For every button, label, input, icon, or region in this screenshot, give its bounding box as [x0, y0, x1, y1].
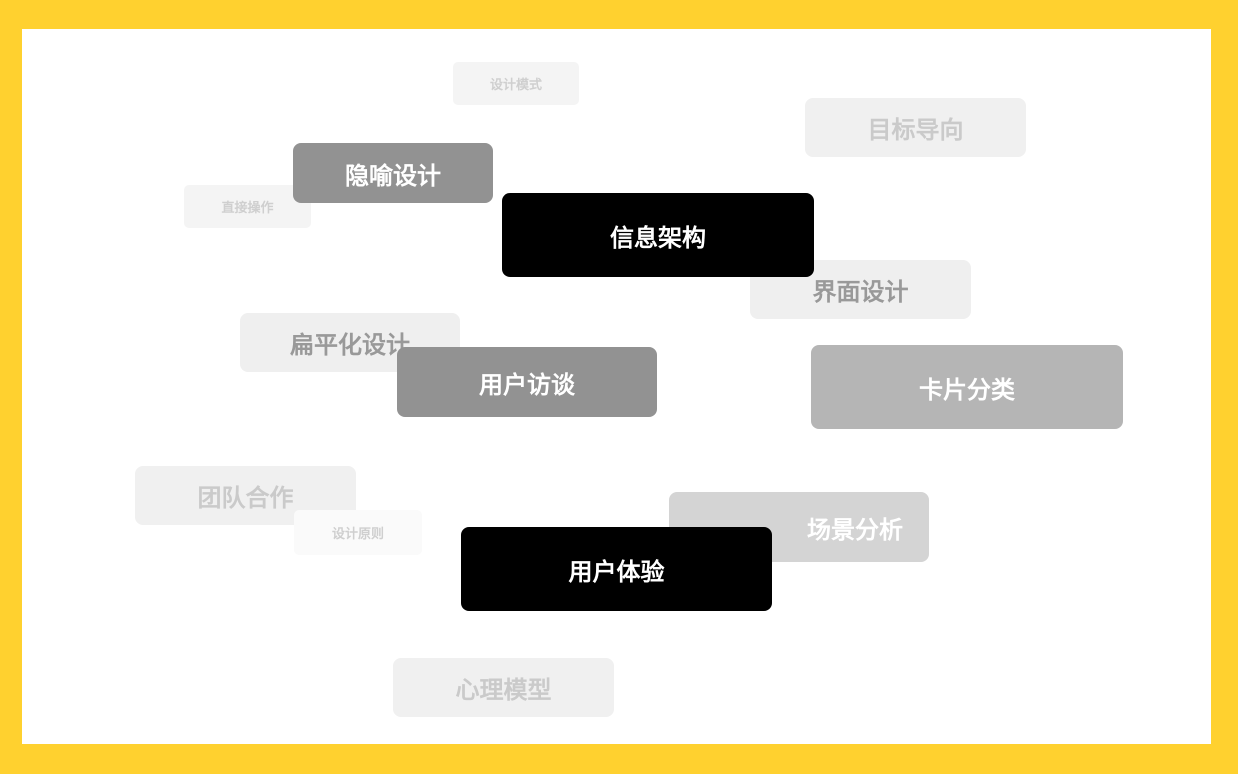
- tag-card-sorting: 卡片分类: [811, 345, 1123, 429]
- tag-mental-model: 心理模型: [393, 658, 614, 717]
- tag-user-experience: 用户体验: [461, 527, 772, 611]
- tag-design-patterns: 设计模式: [453, 62, 579, 105]
- tag-metaphor-design: 隐喻设计: [293, 143, 493, 203]
- tag-design-principles: 设计原则: [294, 510, 422, 555]
- tag-goal-directed: 目标导向: [805, 98, 1026, 157]
- tag-user-interview: 用户访谈: [397, 347, 657, 417]
- tag-information-architecture: 信息架构: [502, 193, 814, 277]
- tag-direct-manipulation: 直接操作: [184, 185, 311, 228]
